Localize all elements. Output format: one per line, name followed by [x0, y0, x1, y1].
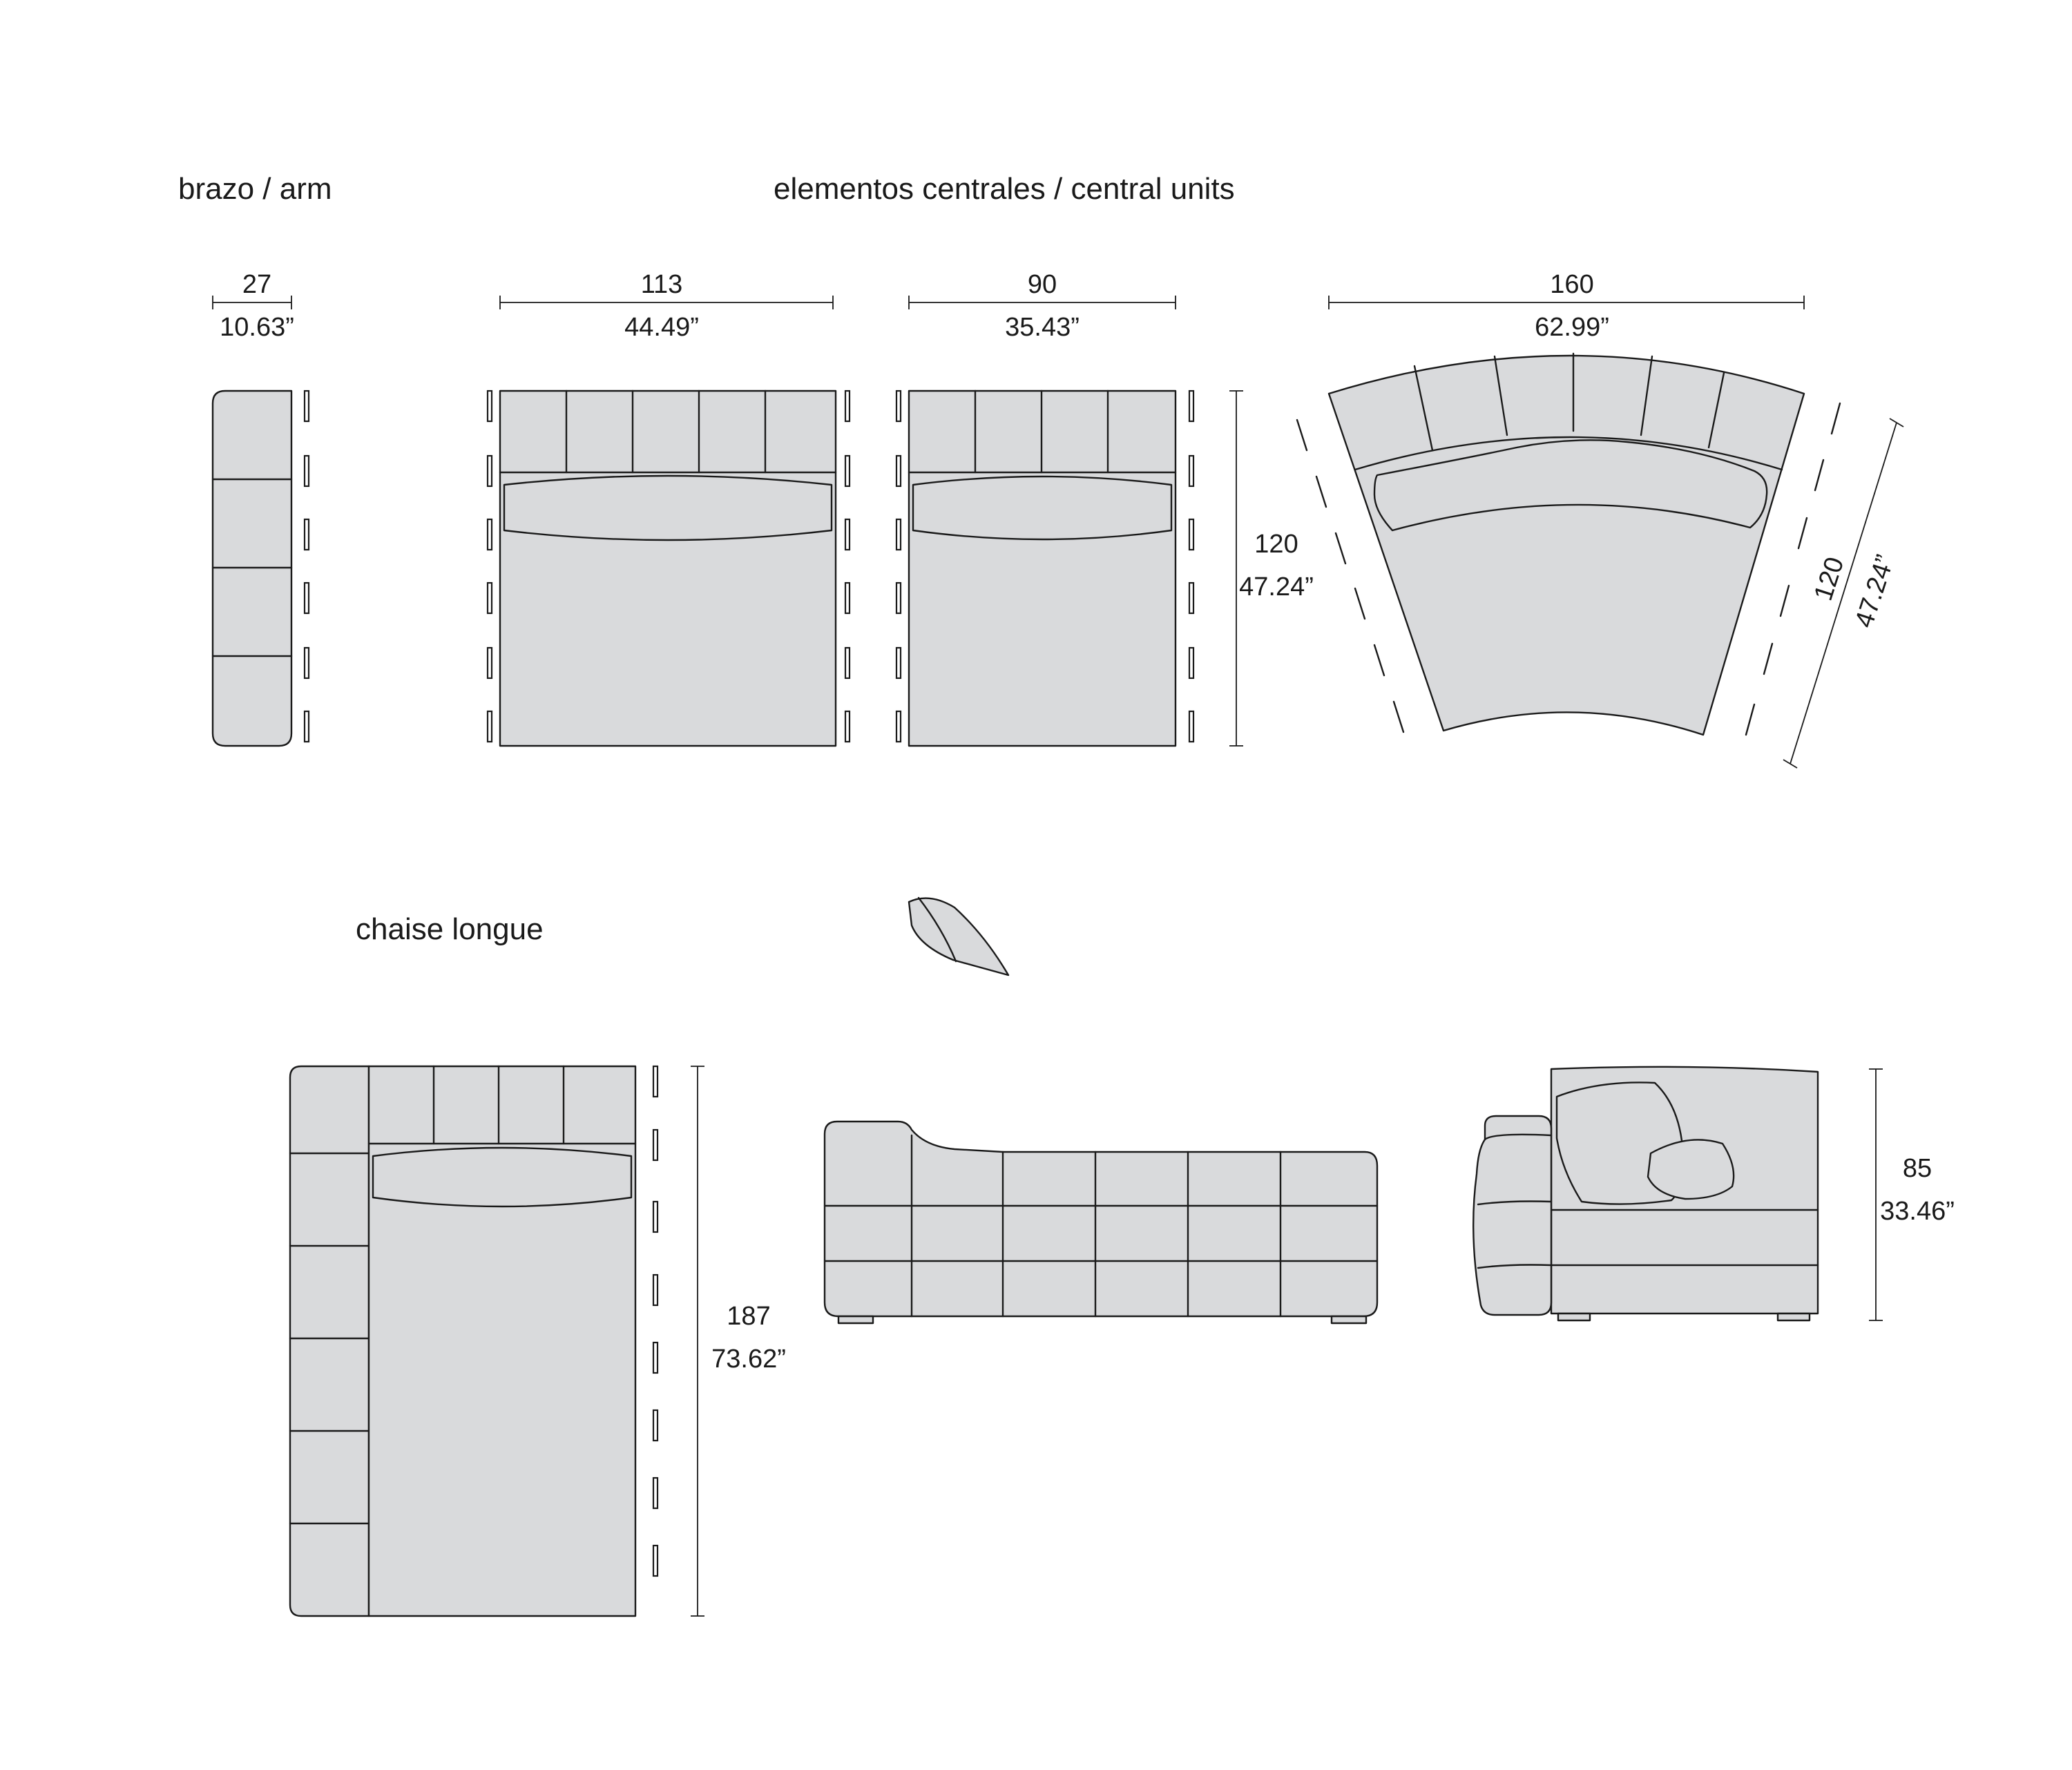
unit-113-width-dimension: 113 44.49”	[499, 270, 834, 342]
chaise-length-cm: 187	[727, 1302, 770, 1331]
chaise-longue-title: chaise longue	[356, 912, 544, 946]
chaise-length-dimension: 187 73.62”	[691, 1066, 786, 1617]
curved-depth-in: 47.24”	[1850, 552, 1900, 631]
arm-plan-view	[211, 389, 293, 747]
central-unit-90-plan	[908, 389, 1177, 747]
height-dimension: 85 33.46”	[1869, 1068, 1955, 1321]
arm-width-cm: 27	[242, 270, 271, 299]
chaise-plan-view	[289, 1065, 637, 1617]
curved-depth-dimension: 120 47.24”	[1783, 418, 1904, 769]
unit-90-width-cm: 90	[1028, 270, 1057, 299]
arm-title: brazo / arm	[178, 172, 332, 206]
central-unit-90-connection-marks	[895, 389, 1195, 743]
unit-90-width-dimension: 90 35.43”	[908, 270, 1176, 342]
arm-width-in: 10.63”	[220, 313, 294, 342]
curved-unit-connection-marks	[1296, 402, 1841, 736]
height-in: 33.46”	[1880, 1197, 1955, 1226]
central-units-title: elementos centrales / central units	[774, 172, 1235, 206]
chaise-length-in: 73.62”	[711, 1345, 786, 1374]
curved-unit-plan	[1327, 352, 1805, 736]
unit-113-width-cm: 113	[641, 270, 683, 299]
curved-width-dimension: 160 62.99”	[1328, 270, 1805, 342]
curved-width-cm: 160	[1550, 270, 1593, 299]
central-unit-113-connection-marks	[486, 389, 851, 743]
arm-width-dimension: 27 10.63”	[212, 270, 294, 342]
height-cm: 85	[1903, 1154, 1932, 1183]
curved-depth-cm: 120	[1809, 554, 1850, 604]
central-depth-cm: 120	[1254, 530, 1298, 559]
central-depth-dimension: 120 47.24”	[1229, 390, 1314, 747]
chaise-side-view	[823, 896, 1379, 1325]
arm-connection-marks	[303, 389, 310, 743]
chaise-connection-marks	[652, 1065, 659, 1577]
central-depth-in: 47.24”	[1239, 573, 1314, 602]
chaise-front-view	[1473, 1066, 1819, 1322]
unit-113-width-in: 44.49”	[624, 313, 699, 342]
unit-90-width-in: 35.43”	[1005, 313, 1080, 342]
central-unit-113-plan	[499, 389, 837, 747]
curved-width-in: 62.99”	[1535, 313, 1609, 342]
